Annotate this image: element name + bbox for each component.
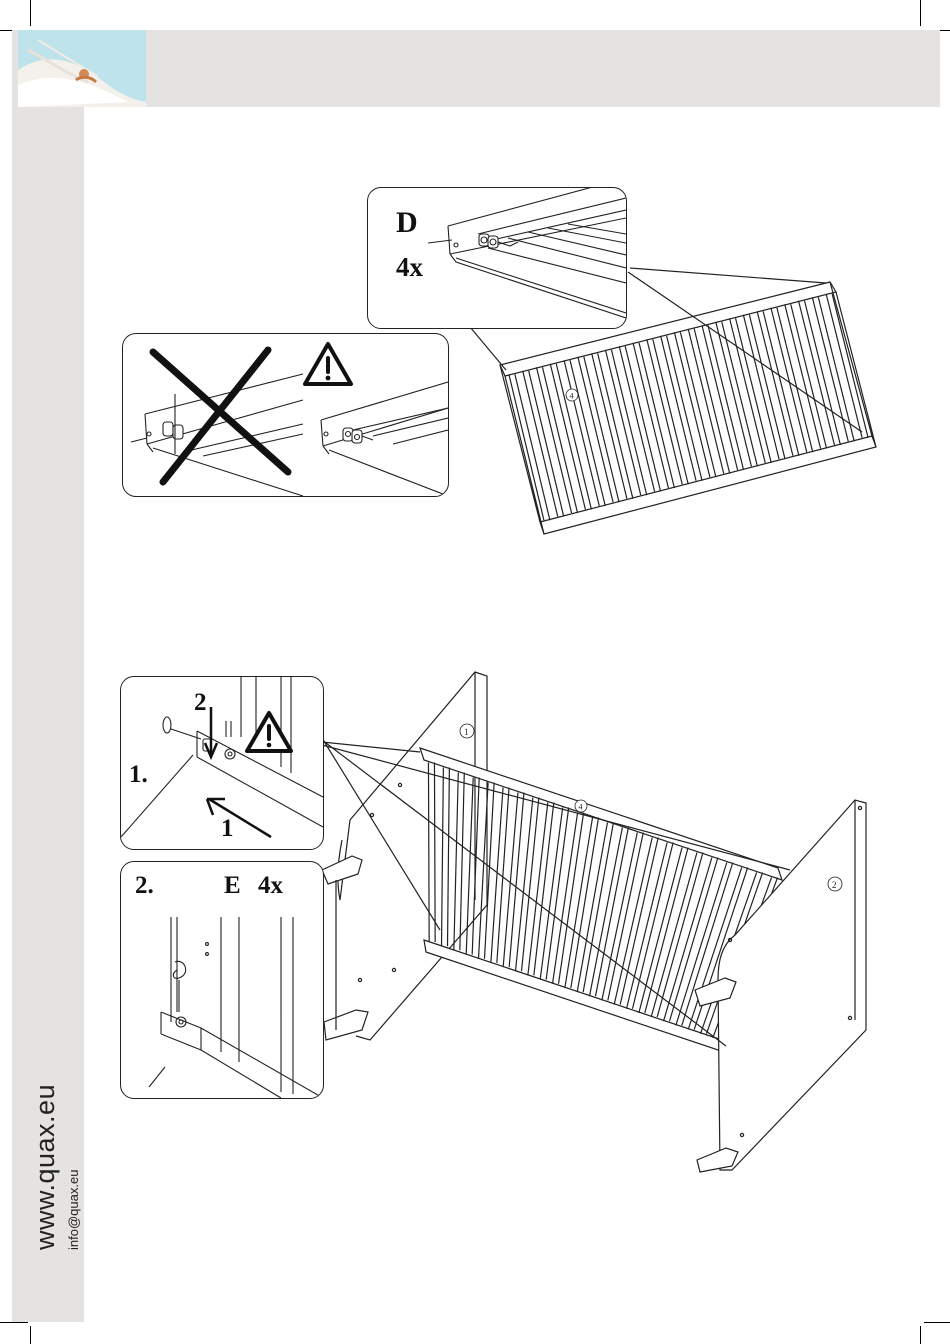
part-number-1: 1: [464, 727, 469, 737]
arrow-2-label: 2: [194, 689, 207, 717]
detail-panel-e-step-1: 1. 2 1: [120, 676, 324, 850]
slat: [571, 818, 599, 988]
step-2-label: 2.: [135, 872, 154, 900]
slat: [509, 793, 524, 968]
slat: [428, 763, 429, 943]
slat: [497, 788, 509, 963]
slat: [590, 828, 623, 997]
detail-panel-e-step-2: 2. E 4x: [120, 861, 324, 1099]
slat: [596, 828, 629, 997]
step-letter-e: E: [224, 872, 241, 900]
slat: [503, 793, 518, 968]
step-1-label: 1.: [129, 761, 148, 789]
part-number-2: 2: [832, 880, 837, 890]
slat: [608, 833, 643, 1001]
part-number-4b: 4: [579, 803, 583, 812]
slat: [434, 763, 435, 943]
warning-triangle-icon: [247, 713, 291, 751]
slat: [528, 803, 548, 976]
quantity-e: 4x: [258, 872, 283, 900]
slat: [577, 823, 607, 993]
arrow-1-label: 1: [221, 815, 234, 843]
